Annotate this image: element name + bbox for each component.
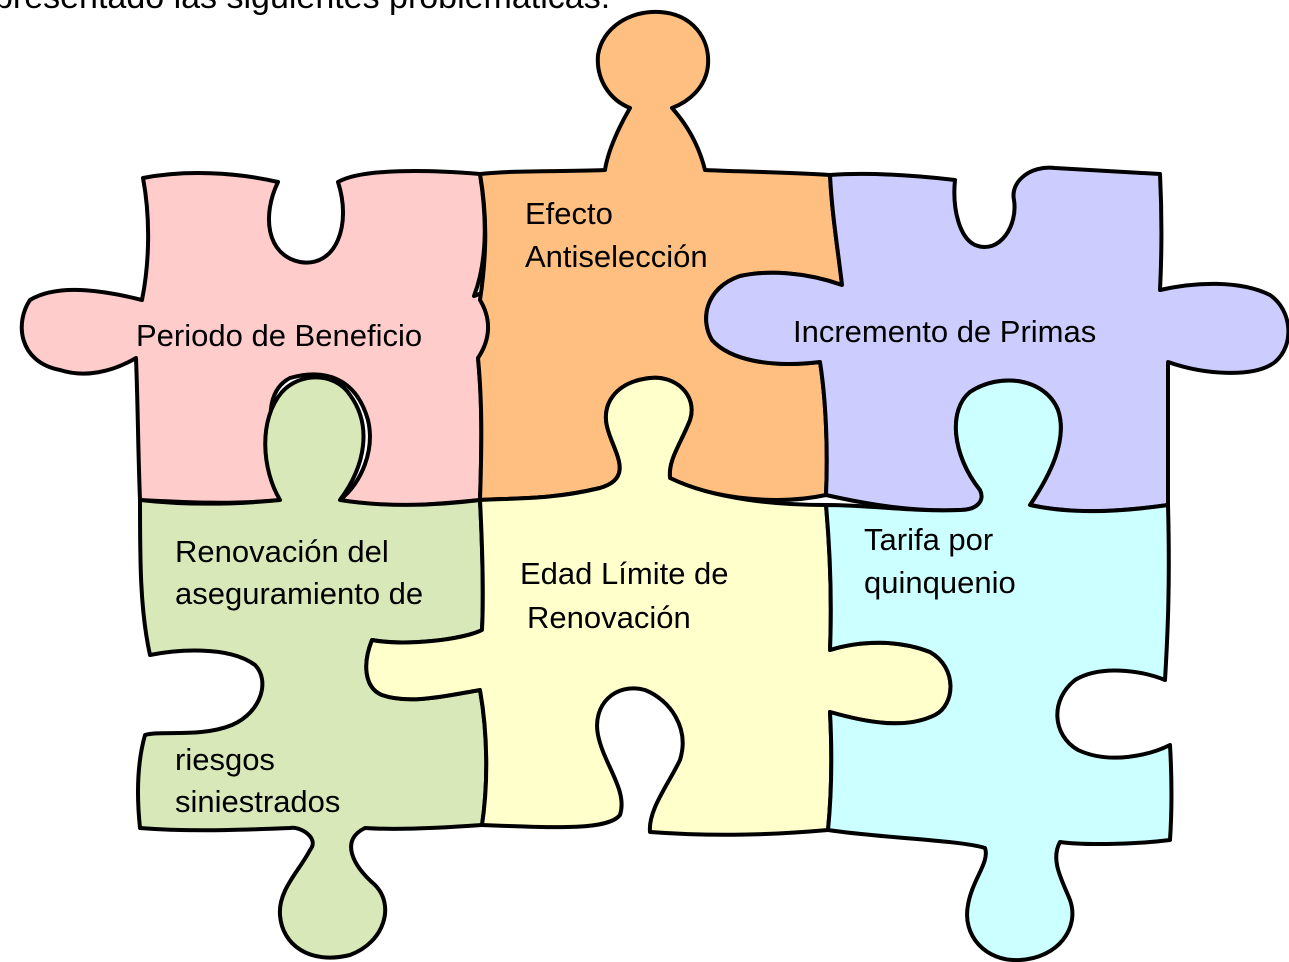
label-efecto: Efecto: [525, 196, 613, 231]
piece-green-shape: [135, 375, 489, 960]
label-quinquenio: quinquenio: [864, 565, 1016, 600]
piece-cyan-shape: [824, 378, 1174, 962]
label-incremento-de-primas: Incremento de Primas: [793, 314, 1097, 349]
label-edad-limite-de: Edad Límite de: [520, 556, 729, 591]
label-antiseleccion: Antiselección: [525, 239, 708, 274]
piece-tarifa-por-quinquenio: [824, 378, 1174, 962]
label-renovacion: Renovación: [527, 600, 691, 635]
label-siniestrados: siniestrados: [175, 784, 341, 819]
label-tarifa-por: Tarifa por: [864, 522, 994, 557]
label-riesgos: riesgos: [175, 742, 275, 777]
label-aseguramiento-de: aseguramiento de: [175, 576, 424, 611]
label-renovacion-del: Renovación del: [175, 534, 389, 569]
label-periodo-de-beneficio: Periodo de Beneficio: [136, 318, 423, 353]
header-text: presentado las siguientes problemáticas:: [0, 0, 610, 17]
piece-renovacion: [135, 375, 489, 960]
